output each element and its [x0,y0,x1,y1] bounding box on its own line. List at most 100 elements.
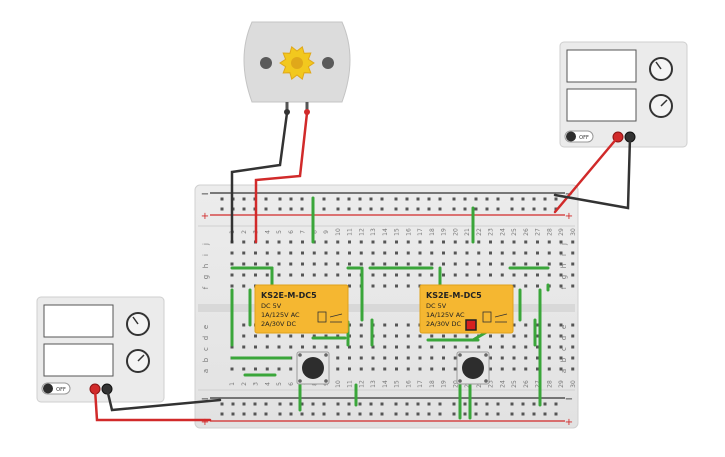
hole-d14[interactable] [383,334,387,338]
hole-h19[interactable] [442,262,445,266]
hole-g8[interactable] [312,273,316,277]
push-button-1[interactable] [296,351,330,385]
hole-b10[interactable] [336,356,340,360]
hole-b28[interactable] [547,356,551,360]
hole-g19[interactable] [442,273,445,277]
hole-g5[interactable] [277,273,281,277]
hole-g28[interactable] [547,273,551,277]
hole-g26[interactable] [524,273,528,277]
hole-e26[interactable] [524,323,528,327]
hole-c26[interactable] [524,345,528,349]
rail-hole[interactable] [336,207,340,211]
hole-b18[interactable] [430,356,434,360]
rail-hole[interactable] [264,402,268,406]
hole-b29[interactable] [559,356,563,360]
rail-hole[interactable] [405,197,409,201]
hole-j7[interactable] [301,240,304,244]
hole-f14[interactable] [383,284,387,288]
rail-hole[interactable] [358,207,362,211]
rail-hole[interactable] [510,197,514,201]
hole-h12[interactable] [359,262,363,266]
hole-i19[interactable] [442,251,445,255]
dc-motor[interactable] [243,21,351,115]
rail-hole[interactable] [496,402,500,406]
rail-hole[interactable] [463,402,467,406]
hole-c12[interactable] [359,345,363,349]
rail-hole[interactable] [427,197,431,201]
hole-b12[interactable] [359,356,363,360]
rail-hole[interactable] [452,207,456,211]
hole-d10[interactable] [336,334,340,338]
rail-hole[interactable] [532,207,536,211]
hole-b15[interactable] [395,356,398,360]
hole-h25[interactable] [512,262,516,266]
rail-hole[interactable] [289,207,293,211]
hole-j19[interactable] [442,240,445,244]
hole-i20[interactable] [453,251,457,255]
hole-a15[interactable] [395,367,398,371]
hole-i6[interactable] [289,251,293,255]
hole-d4[interactable] [265,334,269,338]
rail-hole[interactable] [543,197,547,201]
hole-g10[interactable] [336,273,340,277]
led-red[interactable] [465,319,477,331]
rail-hole[interactable] [242,207,246,211]
hole-c27[interactable] [536,345,539,349]
rail-hole[interactable] [474,207,478,211]
rail-hole[interactable] [554,197,558,201]
hole-h20[interactable] [453,262,457,266]
rail-hole[interactable] [485,412,489,416]
hole-c20[interactable] [453,345,457,349]
rail-hole[interactable] [358,197,362,201]
hole-c9[interactable] [324,345,328,349]
rail-hole[interactable] [369,402,373,406]
hole-c13[interactable] [371,345,375,349]
push-button-2[interactable] [456,351,490,385]
hole-j6[interactable] [289,240,293,244]
hole-g9[interactable] [324,273,328,277]
hole-j2[interactable] [242,240,246,244]
rail-hole[interactable] [427,402,431,406]
hole-i13[interactable] [371,251,375,255]
rail-hole[interactable] [485,402,489,406]
hole-c2[interactable] [242,345,246,349]
hole-a25[interactable] [512,367,516,371]
hole-g6[interactable] [289,273,293,277]
hole-c1[interactable] [230,345,234,349]
hole-b16[interactable] [406,356,410,360]
hole-d17[interactable] [418,334,422,338]
rail-hole[interactable] [485,207,489,211]
rail-hole[interactable] [253,402,257,406]
hole-i10[interactable] [336,251,340,255]
rail-hole[interactable] [438,402,442,406]
rail-hole[interactable] [289,197,293,201]
hole-h1[interactable] [230,262,234,266]
hole-d2[interactable] [242,334,246,338]
hole-b30[interactable] [571,356,575,360]
rail-hole[interactable] [405,207,409,211]
hole-g14[interactable] [383,273,387,277]
hole-c15[interactable] [395,345,398,349]
hole-i17[interactable] [418,251,422,255]
hole-i28[interactable] [547,251,551,255]
hole-j27[interactable] [536,240,539,244]
hole-a5[interactable] [277,367,281,371]
rail-hole[interactable] [394,207,398,211]
rail-hole[interactable] [322,207,326,211]
hole-a28[interactable] [547,367,551,371]
hole-g15[interactable] [395,273,398,277]
hole-h28[interactable] [547,262,551,266]
hole-e16[interactable] [406,323,410,327]
hole-h5[interactable] [277,262,281,266]
rail-hole[interactable] [463,197,467,201]
rail-hole[interactable] [278,402,282,406]
hole-h7[interactable] [301,262,304,266]
hole-d12[interactable] [359,334,363,338]
hole-g25[interactable] [512,273,516,277]
rail-hole[interactable] [496,207,500,211]
rail-hole[interactable] [369,207,373,211]
rail-hole[interactable] [543,207,547,211]
hole-h18[interactable] [430,262,434,266]
hole-a19[interactable] [442,367,445,371]
rail-hole[interactable] [242,197,246,201]
